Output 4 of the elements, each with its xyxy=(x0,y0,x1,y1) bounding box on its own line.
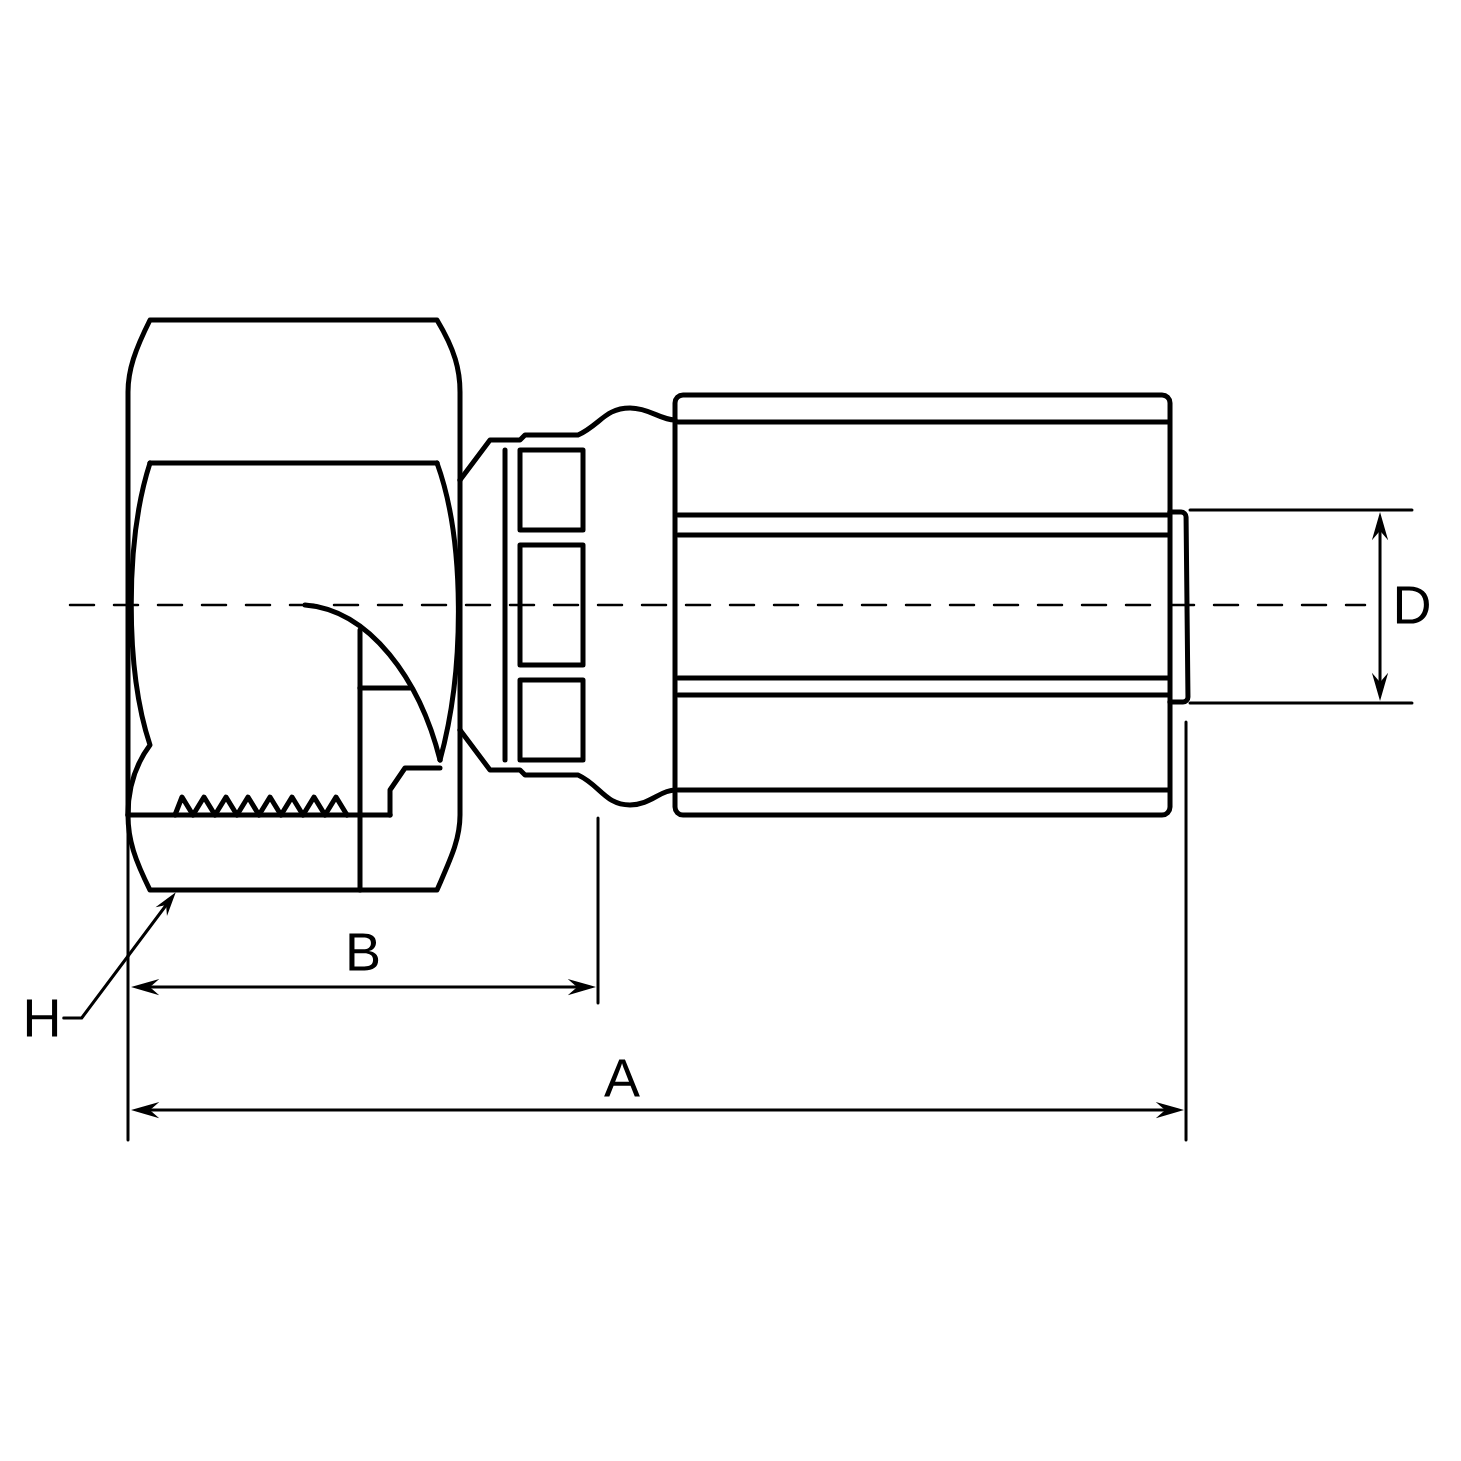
dimension-label: A xyxy=(604,1059,640,1097)
dimension-label: D xyxy=(1396,586,1429,624)
nut-drawing xyxy=(125,317,463,893)
callout-label: H xyxy=(26,999,58,1037)
